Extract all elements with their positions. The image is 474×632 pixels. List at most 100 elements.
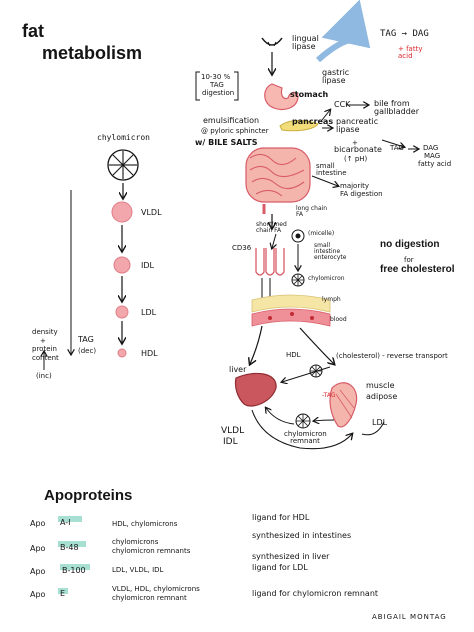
arrow-hdl-to-liver [282, 366, 331, 382]
idl-circ-label: IDL [223, 437, 238, 447]
arrow-short-chain [272, 233, 276, 248]
reverse-transport-label: (cholesterol) - reverse transport [336, 352, 448, 360]
apo-carriers: VLDL, HDL, chylomicrons [112, 585, 200, 593]
density-label: density [32, 328, 58, 336]
pancreatic-lipase-label: pancreatic lipase [336, 117, 379, 135]
arrow-to-majority [311, 175, 338, 186]
ph-label: (↑ pH) [344, 155, 368, 163]
apo-highlight [60, 564, 90, 570]
title-line2: metabolism [42, 43, 143, 63]
pancreas-icon [279, 120, 319, 132]
apo-highlight [58, 588, 68, 594]
arrow-muscle-to-remnant [314, 420, 335, 421]
apo-highlight [58, 516, 82, 522]
lymph-band-icon [251, 294, 331, 313]
long-chain-fa-label: long chain FA [296, 205, 328, 218]
apo-prefix: Apo [30, 519, 46, 528]
micelle-label: (micelle) [308, 230, 335, 237]
signature: ABIGAIL MONTAG [372, 613, 447, 621]
apo-function: ligand for LDL [252, 563, 308, 572]
no-digestion-label: no digestion [380, 239, 440, 250]
apo-function: synthesized in liver [252, 552, 330, 561]
muscle-label: muscle [366, 381, 395, 390]
pyloric-label: @ pyloric sphincter [201, 127, 269, 135]
tag-dag-label: TAG → DAG [380, 29, 429, 39]
villi-icon [255, 248, 285, 276]
vldl-circ-label: VLDL [221, 426, 245, 436]
arrow-to-cck [321, 110, 330, 121]
mouth-icon [261, 37, 283, 46]
dag-label: DAG [423, 144, 439, 152]
bracket [234, 71, 239, 101]
small-intestine-label: small intestine [316, 162, 347, 177]
hdl-label: HDL [141, 349, 158, 358]
title-line1: fat [22, 21, 44, 41]
stomach-label: stomach [290, 90, 329, 99]
remnant-label: chylomicron remnant [284, 430, 327, 446]
cck-label: CCK [334, 100, 351, 109]
tag-word-label: TAG [210, 81, 224, 89]
for-label: for [404, 256, 414, 264]
apo-carriers: chylomicrons [112, 538, 159, 546]
plus-label: + [352, 139, 358, 147]
micelle-icon [291, 229, 305, 243]
blood-band-icon [251, 308, 331, 327]
fa-digestion-label: FA digestion [340, 190, 383, 198]
cd36-label: CD36 [232, 244, 252, 252]
apo-name: B-100 [62, 566, 86, 575]
plus-label: + [40, 337, 46, 345]
vldl-particle-icon [111, 201, 133, 223]
apo-prefix: Apo [30, 544, 46, 553]
fatty-acid-note: + fatty acid [398, 45, 423, 60]
vldl-label: VLDL [141, 208, 162, 217]
apo-carriers: LDL, VLDL, IDL [112, 566, 164, 574]
enterocyte-label: small intestine enterocyte [314, 242, 347, 261]
apo-function: synthesized in intestines [252, 531, 352, 540]
remnant-icon [295, 413, 311, 429]
majority-label: majority [340, 182, 370, 190]
apo-function: ligand for HDL [252, 513, 310, 522]
tag-label-2: TAG [390, 144, 404, 152]
liver-icon [234, 372, 277, 407]
arrow-to-muscle [299, 327, 334, 364]
liver-label: liver [229, 365, 247, 374]
bile-salts-label: w/ BILE SALTS [195, 138, 258, 147]
apo-name: B-48 [60, 543, 79, 552]
ldl-particle-icon [115, 305, 129, 319]
bile-gallbladder-label: bile from gallbladder [374, 99, 419, 117]
hdl-circ-label: HDL [286, 351, 301, 359]
small-intestine-icon [245, 147, 311, 214]
ldl-label: LDL [141, 308, 157, 317]
chylomicron-enterocyte-icon [291, 273, 305, 287]
apoproteins-heading: Apoproteins [44, 487, 133, 504]
protein-label: protein [32, 345, 57, 353]
arrow-to-liver [250, 325, 263, 364]
fatty-acid-label: fatty acid [418, 160, 452, 168]
apo-carriers: chylomicron remnants [112, 547, 191, 555]
bicarbonate-label: bicarbonate [334, 145, 382, 154]
apo-name: E [60, 589, 66, 598]
arrow-liver-vldl-loop [251, 409, 352, 450]
bracket [195, 71, 200, 101]
apo-prefix: Apo [30, 590, 46, 599]
lymph-label: lymph [322, 296, 341, 303]
tag-label: TAG [78, 335, 94, 344]
digestion-word-label: digestion [202, 89, 235, 97]
apo-carriers: HDL, chylomicrons [112, 520, 178, 528]
dec-label: (dec) [78, 347, 97, 355]
chylomicron-label: chylomicron [97, 133, 150, 142]
blood-label: blood [330, 316, 347, 323]
arrow-remnant-to-liver [266, 408, 295, 425]
hdl-particle-icon [117, 348, 127, 358]
big-arrow-to-tag-dag [316, 0, 371, 63]
pancreas-label: pancreas [292, 117, 334, 126]
lingual-lipase-label: lingual lipase [292, 34, 319, 51]
short-med-fa-label: short/med chain FA [256, 221, 287, 234]
inc-label: (inc) [36, 372, 52, 380]
idl-label: IDL [141, 261, 154, 270]
arrow-ldl-loop [361, 421, 385, 436]
chylomicron-abs-label: chylomicron [308, 275, 345, 282]
tag-minus-label: -TAG [322, 392, 336, 399]
idl-particle-icon [113, 256, 131, 274]
free-cholesterol-label: free cholesterol [380, 264, 455, 275]
